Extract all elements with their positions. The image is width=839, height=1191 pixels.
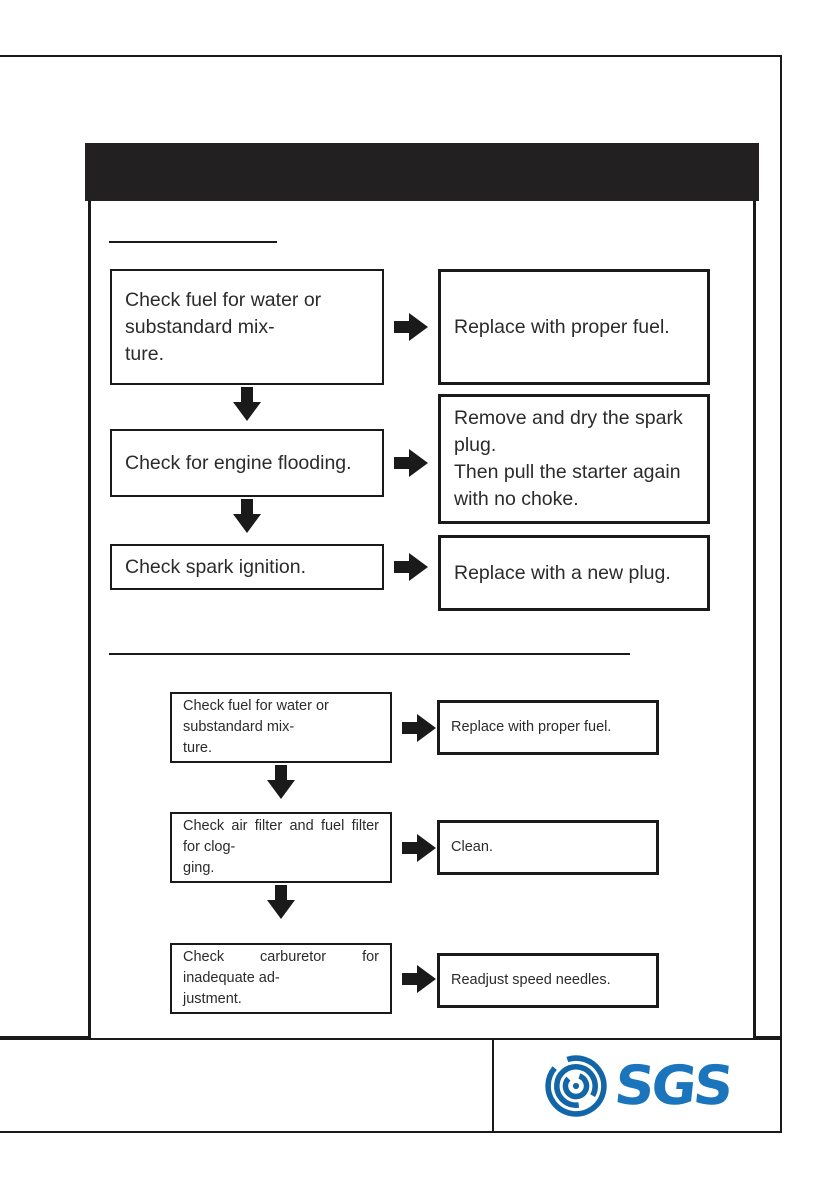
cause-box-lower-2[interactable]: Check air filter and fuel filter for clo… [170, 812, 392, 883]
logo-cell: SGS [492, 1040, 780, 1131]
remedy-text: Readjust speed needles. [451, 972, 611, 988]
sgs-concentric-circles-icon [545, 1054, 607, 1117]
sgs-wordmark: SGS [611, 1053, 734, 1117]
header-bar [85, 143, 759, 201]
cause-box-upper-3[interactable]: Check spark ignition. [110, 544, 384, 590]
remedy-text: Replace with a new plug. [454, 561, 671, 584]
arrow-down-icon [233, 387, 261, 421]
arrow-right-icon [394, 313, 428, 341]
remedy-box-upper-1[interactable]: Replace with proper fuel. [438, 269, 710, 385]
remedy-box-upper-3[interactable]: Replace with a new plug. [438, 535, 710, 611]
arrow-down-icon [233, 499, 261, 533]
cause-box-upper-2[interactable]: Check for engine flooding. [110, 429, 384, 497]
arrow-right-icon [402, 834, 436, 862]
cause-text: Check carburetor for inadequate ad- just… [183, 949, 379, 1007]
remedy-text: Replace with proper fuel. [454, 315, 670, 338]
remedy-box-lower-3[interactable]: Readjust speed needles. [437, 953, 659, 1008]
cause-text: Check spark ignition. [125, 555, 307, 578]
cause-text: Check fuel for water or substandard mix-… [125, 288, 322, 365]
remedy-text: Remove and dry the spark plug. Then pull… [454, 407, 683, 510]
cause-box-lower-3[interactable]: Check carburetor for inadequate ad- just… [170, 943, 392, 1014]
section-lower-rule [109, 653, 630, 655]
footer-band: SGS [0, 1038, 782, 1133]
cause-box-lower-1[interactable]: Check fuel for water or substandard mix-… [170, 692, 392, 763]
footer-left-cell [0, 1040, 492, 1131]
remedy-text: Clean. [451, 839, 493, 855]
remedy-box-upper-2[interactable]: Remove and dry the spark plug. Then pull… [438, 394, 710, 524]
arrow-right-icon [394, 553, 428, 581]
cause-text: Check fuel for water or substandard mix-… [183, 698, 329, 756]
arrow-right-icon [394, 449, 428, 477]
arrow-right-icon [402, 965, 436, 993]
arrow-down-icon [267, 885, 295, 919]
cause-text: Check air filter and fuel filter for clo… [183, 818, 379, 876]
remedy-box-lower-2[interactable]: Clean. [437, 820, 659, 875]
remedy-box-lower-1[interactable]: Replace with proper fuel. [437, 700, 659, 755]
cause-box-upper-1[interactable]: Check fuel for water or substandard mix-… [110, 269, 384, 385]
remedy-text: Replace with proper fuel. [451, 719, 612, 735]
arrow-down-icon [267, 765, 295, 799]
section-upper-rule [109, 241, 277, 243]
page-frame: Check fuel for water or substandard mix-… [0, 55, 782, 1067]
arrow-right-icon [402, 714, 436, 742]
sgs-logo: SGS [545, 1054, 734, 1117]
cause-text: Check for engine flooding. [125, 451, 352, 474]
